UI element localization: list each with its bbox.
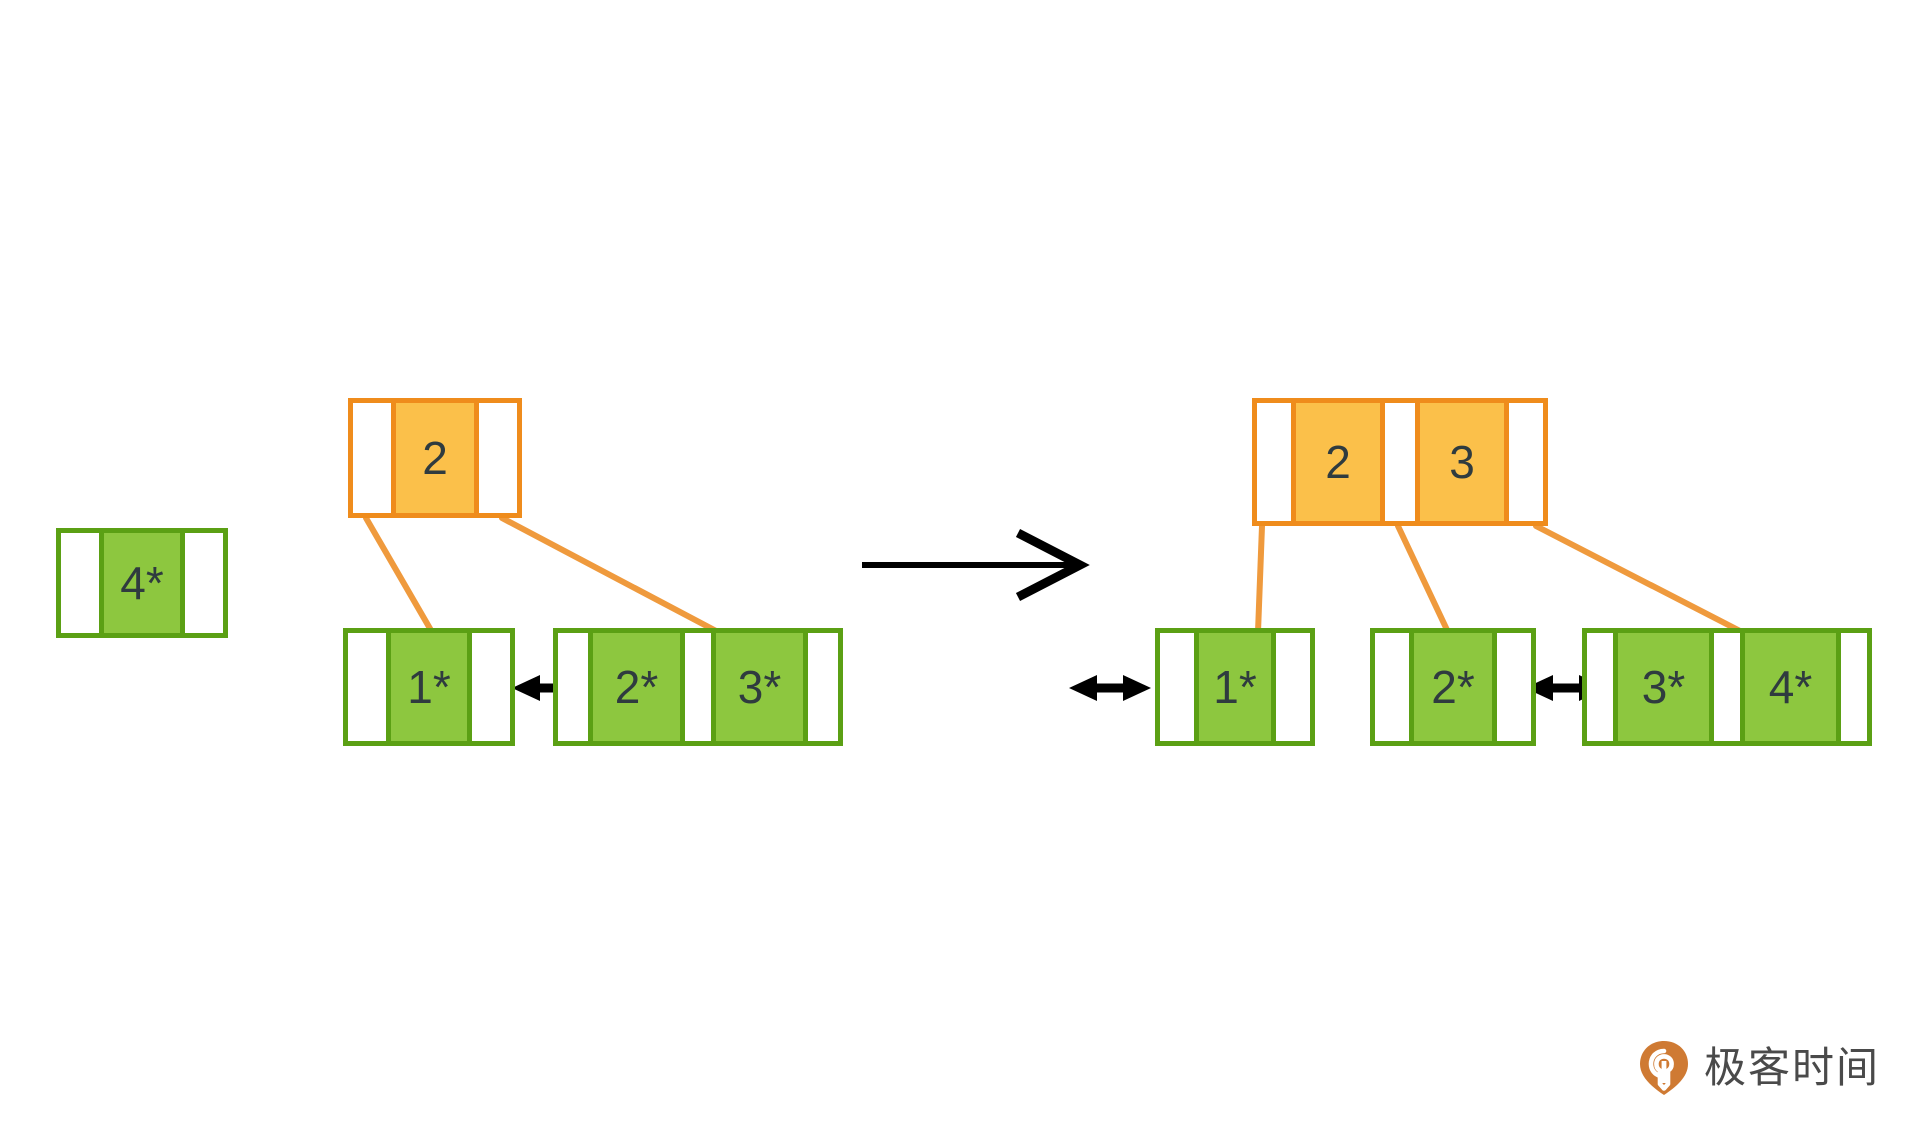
link-before-root-to-leaf2	[499, 515, 721, 635]
leaf-pointer-slot	[558, 633, 588, 741]
after-leaf-node-2[interactable]: 2*	[1370, 628, 1536, 746]
leaf-pointer-slot	[1714, 633, 1740, 741]
node-pointer-slot	[61, 533, 99, 633]
root-key-cell-1: 3	[1415, 403, 1509, 521]
link-after-root-to-leaf3	[1533, 523, 1745, 635]
node-pointer-slot	[185, 533, 223, 633]
leaf-pointer-slot	[348, 633, 386, 741]
watermark: 极客时间	[1638, 1039, 1880, 1097]
after-root-node[interactable]: 2 3	[1252, 398, 1548, 526]
before-root-node[interactable]: 2	[348, 398, 522, 518]
node-key-cell: 4*	[99, 533, 185, 633]
root-pointer-slot-2	[1509, 403, 1543, 521]
root-pointer-slot-0	[1257, 403, 1291, 521]
root-pointer-slot-1	[479, 403, 517, 513]
after-leaf-node-3[interactable]: 3* 4*	[1582, 628, 1872, 746]
leaf-key-cell: 3*	[711, 633, 808, 741]
leaf-key-cell: 2*	[588, 633, 685, 741]
leaf-pointer-slot	[1276, 633, 1310, 741]
root-key-cell-0: 2	[1291, 403, 1385, 521]
leaf-key-cell: 1*	[1194, 633, 1276, 741]
leaf-key-cell: 4*	[1740, 633, 1841, 741]
transform-arrow-icon	[862, 529, 1090, 601]
inserted-key-node[interactable]: 4*	[56, 528, 228, 638]
before-leaf-node-2[interactable]: 2* 3*	[553, 628, 843, 746]
leaf-key-cell: 3*	[1613, 633, 1714, 741]
geektime-pin-logo-icon	[1639, 1041, 1688, 1095]
root-key-cell-0: 2	[391, 403, 479, 513]
link-after-root-to-leaf1	[1255, 523, 1265, 635]
after-leaf-node-1[interactable]: 1*	[1155, 628, 1315, 746]
link-before-root-to-leaf1	[363, 515, 435, 635]
root-pointer-slot-1	[1385, 403, 1415, 521]
leaf-key-cell: 2*	[1409, 633, 1497, 741]
root-pointer-slot-0	[353, 403, 391, 513]
leaf-pointer-slot	[1587, 633, 1613, 741]
leaf-pointer-slot	[685, 633, 711, 741]
link-after-root-to-leaf2	[1395, 523, 1451, 635]
leaf-pointer-slot	[1160, 633, 1194, 741]
before-leaf-node-1[interactable]: 1*	[343, 628, 515, 746]
leaf-pointer-slot	[808, 633, 838, 741]
watermark-text: 极客时间	[1703, 1043, 1880, 1092]
sibling-arrow-after-1	[1069, 675, 1151, 701]
leaf-pointer-slot	[472, 633, 510, 741]
leaf-pointer-slot	[1497, 633, 1531, 741]
leaf-key-cell: 1*	[386, 633, 472, 741]
leaf-pointer-slot	[1841, 633, 1867, 741]
leaf-pointer-slot	[1375, 633, 1409, 741]
